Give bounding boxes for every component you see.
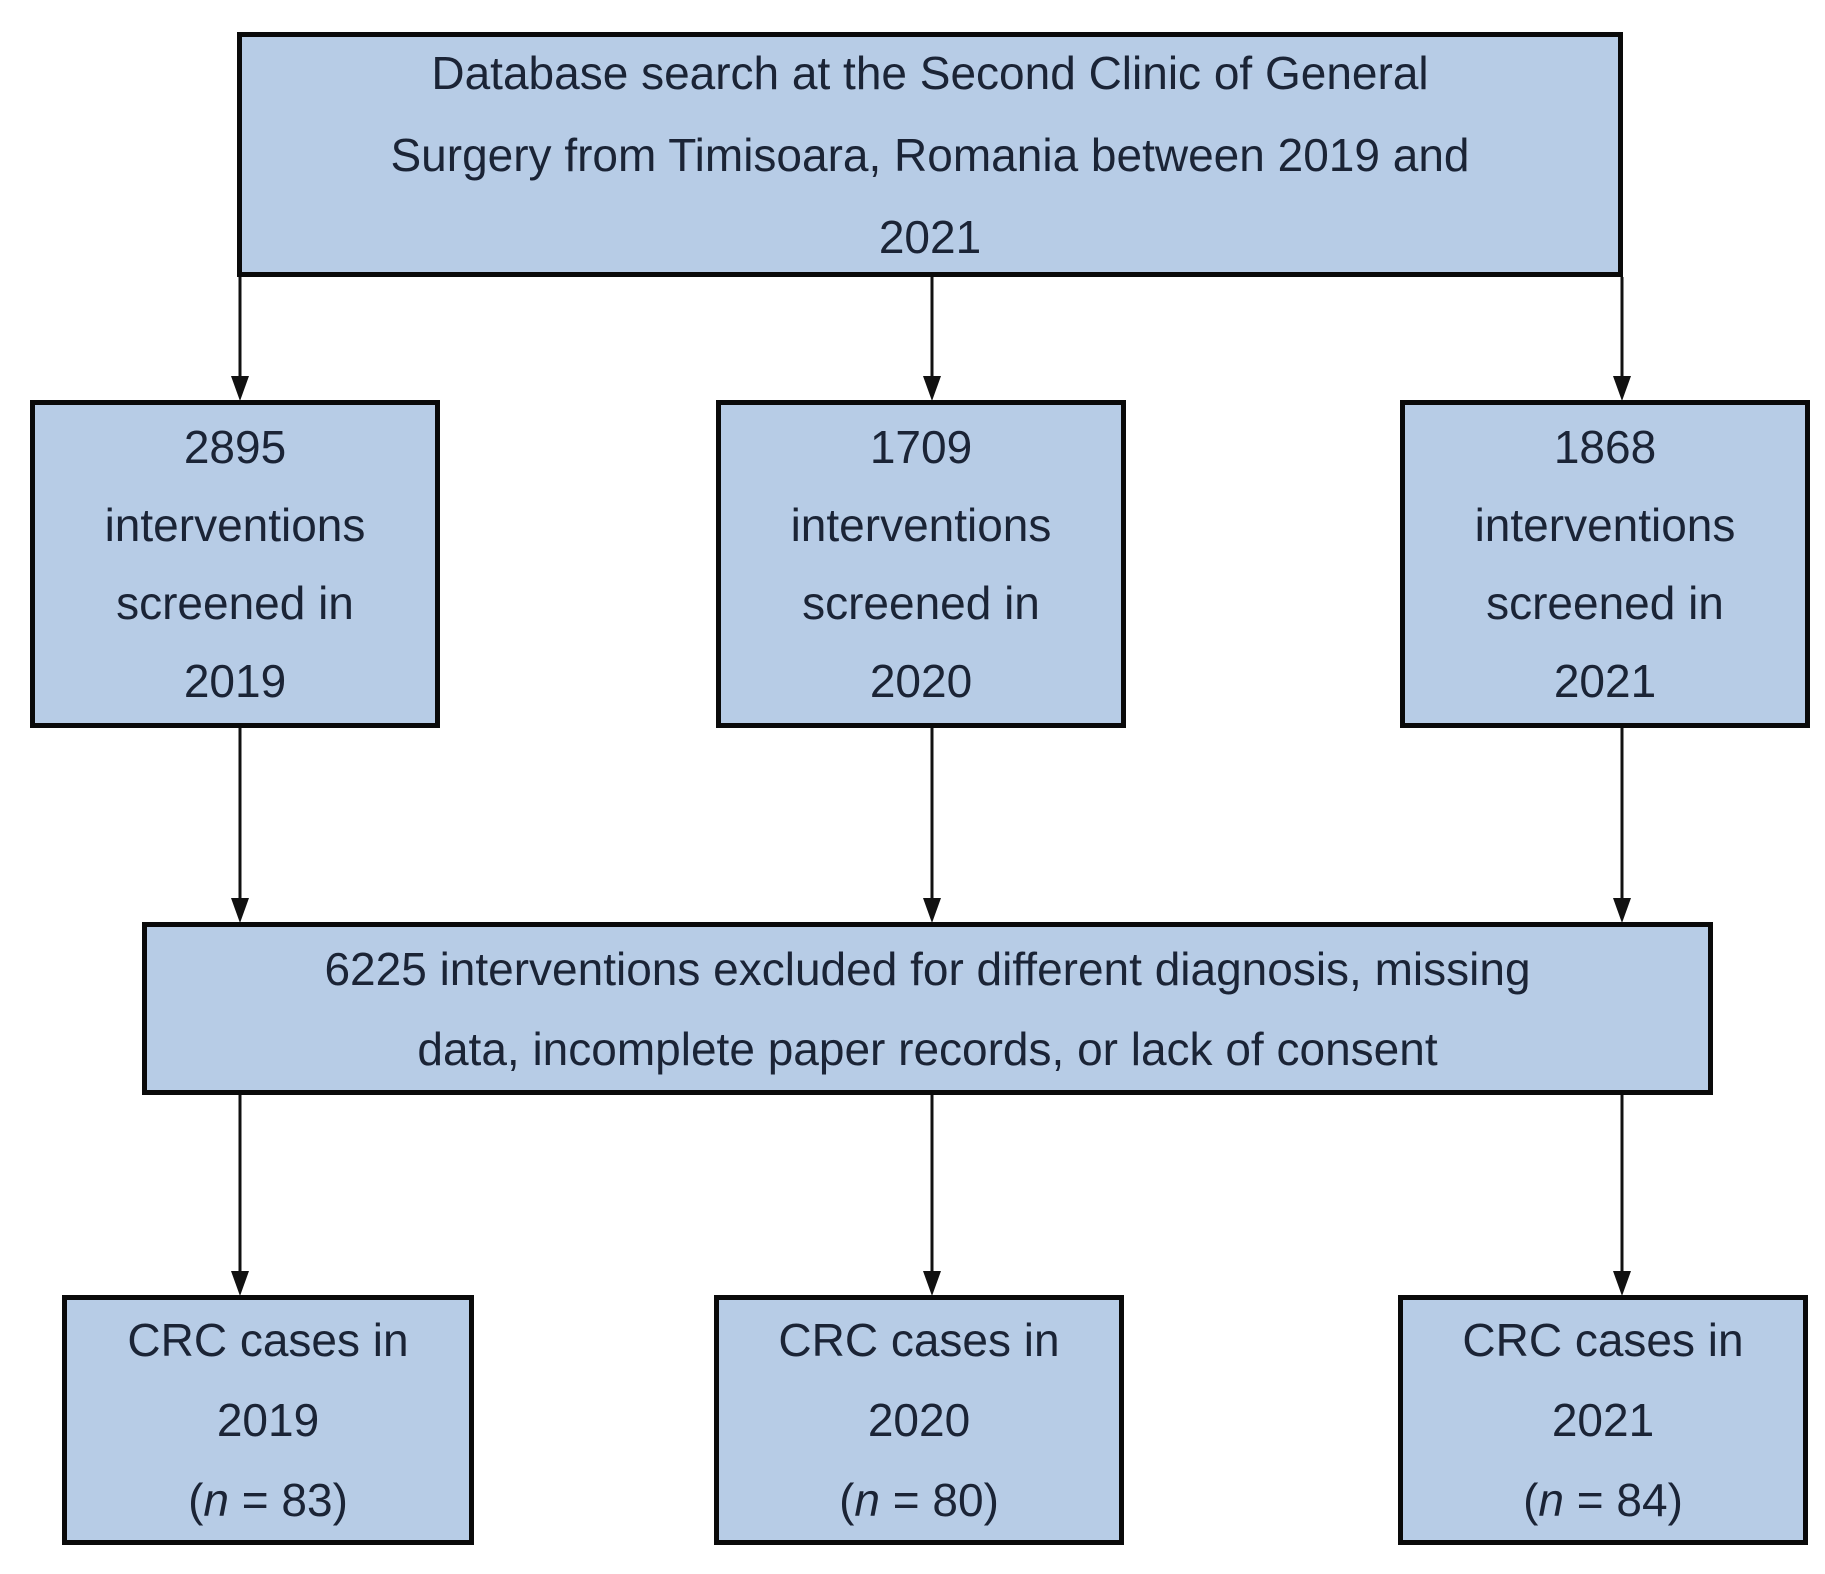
crc-n-line: (n = 83): [188, 1460, 348, 1540]
arrow-screened-2019-to-excluded: [231, 728, 249, 923]
screened-2021-box: 1868 interventions screened in 2021: [1400, 400, 1810, 728]
crc-n-line: (n = 80): [839, 1460, 999, 1540]
paren-open: (: [839, 1474, 855, 1526]
text-line: data, incomplete paper records, or lack …: [417, 1022, 1438, 1075]
n-symbol: n: [854, 1474, 880, 1526]
database-search-box: Database search at the Second Clinic of …: [237, 32, 1623, 277]
excluded-interventions-box: 6225 interventions excluded for differen…: [142, 922, 1713, 1095]
screened-2019-box: 2895 interventions screened in 2019: [30, 400, 440, 728]
arrow-top-to-screened-2021: [1613, 277, 1631, 401]
text-line: 2020: [867, 1394, 971, 1446]
text-line: 2019: [183, 655, 287, 707]
arrow-top-to-screened-2019: [231, 277, 249, 401]
text-line: screened in: [802, 577, 1040, 629]
text-line: Database search at the Second Clinic of …: [431, 46, 1429, 99]
text-line: 2019: [216, 1394, 320, 1446]
text-line: 2021: [1553, 655, 1657, 707]
n-symbol: n: [1538, 1474, 1564, 1526]
text-line: screened in: [1486, 577, 1724, 629]
text-line: 2021: [878, 210, 982, 263]
arrow-top-to-screened-2020: [923, 277, 941, 401]
arrow-excluded-to-crc-2019: [231, 1095, 249, 1296]
screened-2020-box: 1709 interventions screened in 2020: [716, 400, 1126, 728]
crc-2019-box: CRC cases in 2019 (n = 83): [62, 1295, 474, 1545]
text-line: 1868: [1553, 421, 1657, 473]
text-line: 2895: [183, 421, 287, 473]
crc-2021-box: CRC cases in 2021 (n = 84): [1398, 1295, 1808, 1545]
text-line: CRC cases in: [127, 1314, 409, 1366]
text-line: 2020: [869, 655, 973, 707]
arrow-screened-2021-to-excluded: [1613, 728, 1631, 923]
text-line: CRC cases in: [778, 1314, 1060, 1366]
paren-open: (: [188, 1474, 204, 1526]
n-value: = 80): [880, 1474, 999, 1526]
text-line: Surgery from Timisoara, Romania between …: [390, 128, 1470, 181]
text-line: interventions: [1474, 499, 1736, 551]
text-line: 2021: [1551, 1394, 1655, 1446]
n-symbol: n: [203, 1474, 229, 1526]
crc-2020-box: CRC cases in 2020 (n = 80): [714, 1295, 1124, 1545]
n-value: = 84): [1564, 1474, 1683, 1526]
arrow-excluded-to-crc-2021: [1613, 1095, 1631, 1296]
paren-open: (: [1523, 1474, 1539, 1526]
text-line: screened in: [116, 577, 354, 629]
text-line: interventions: [790, 499, 1052, 551]
arrow-excluded-to-crc-2020: [923, 1095, 941, 1296]
text-line: interventions: [104, 499, 366, 551]
text-line: CRC cases in: [1462, 1314, 1744, 1366]
crc-n-line: (n = 84): [1523, 1460, 1683, 1540]
text-line: 6225 interventions excluded for differen…: [324, 942, 1531, 995]
arrow-screened-2020-to-excluded: [923, 728, 941, 923]
n-value: = 83): [229, 1474, 348, 1526]
text-line: 1709: [869, 421, 973, 473]
